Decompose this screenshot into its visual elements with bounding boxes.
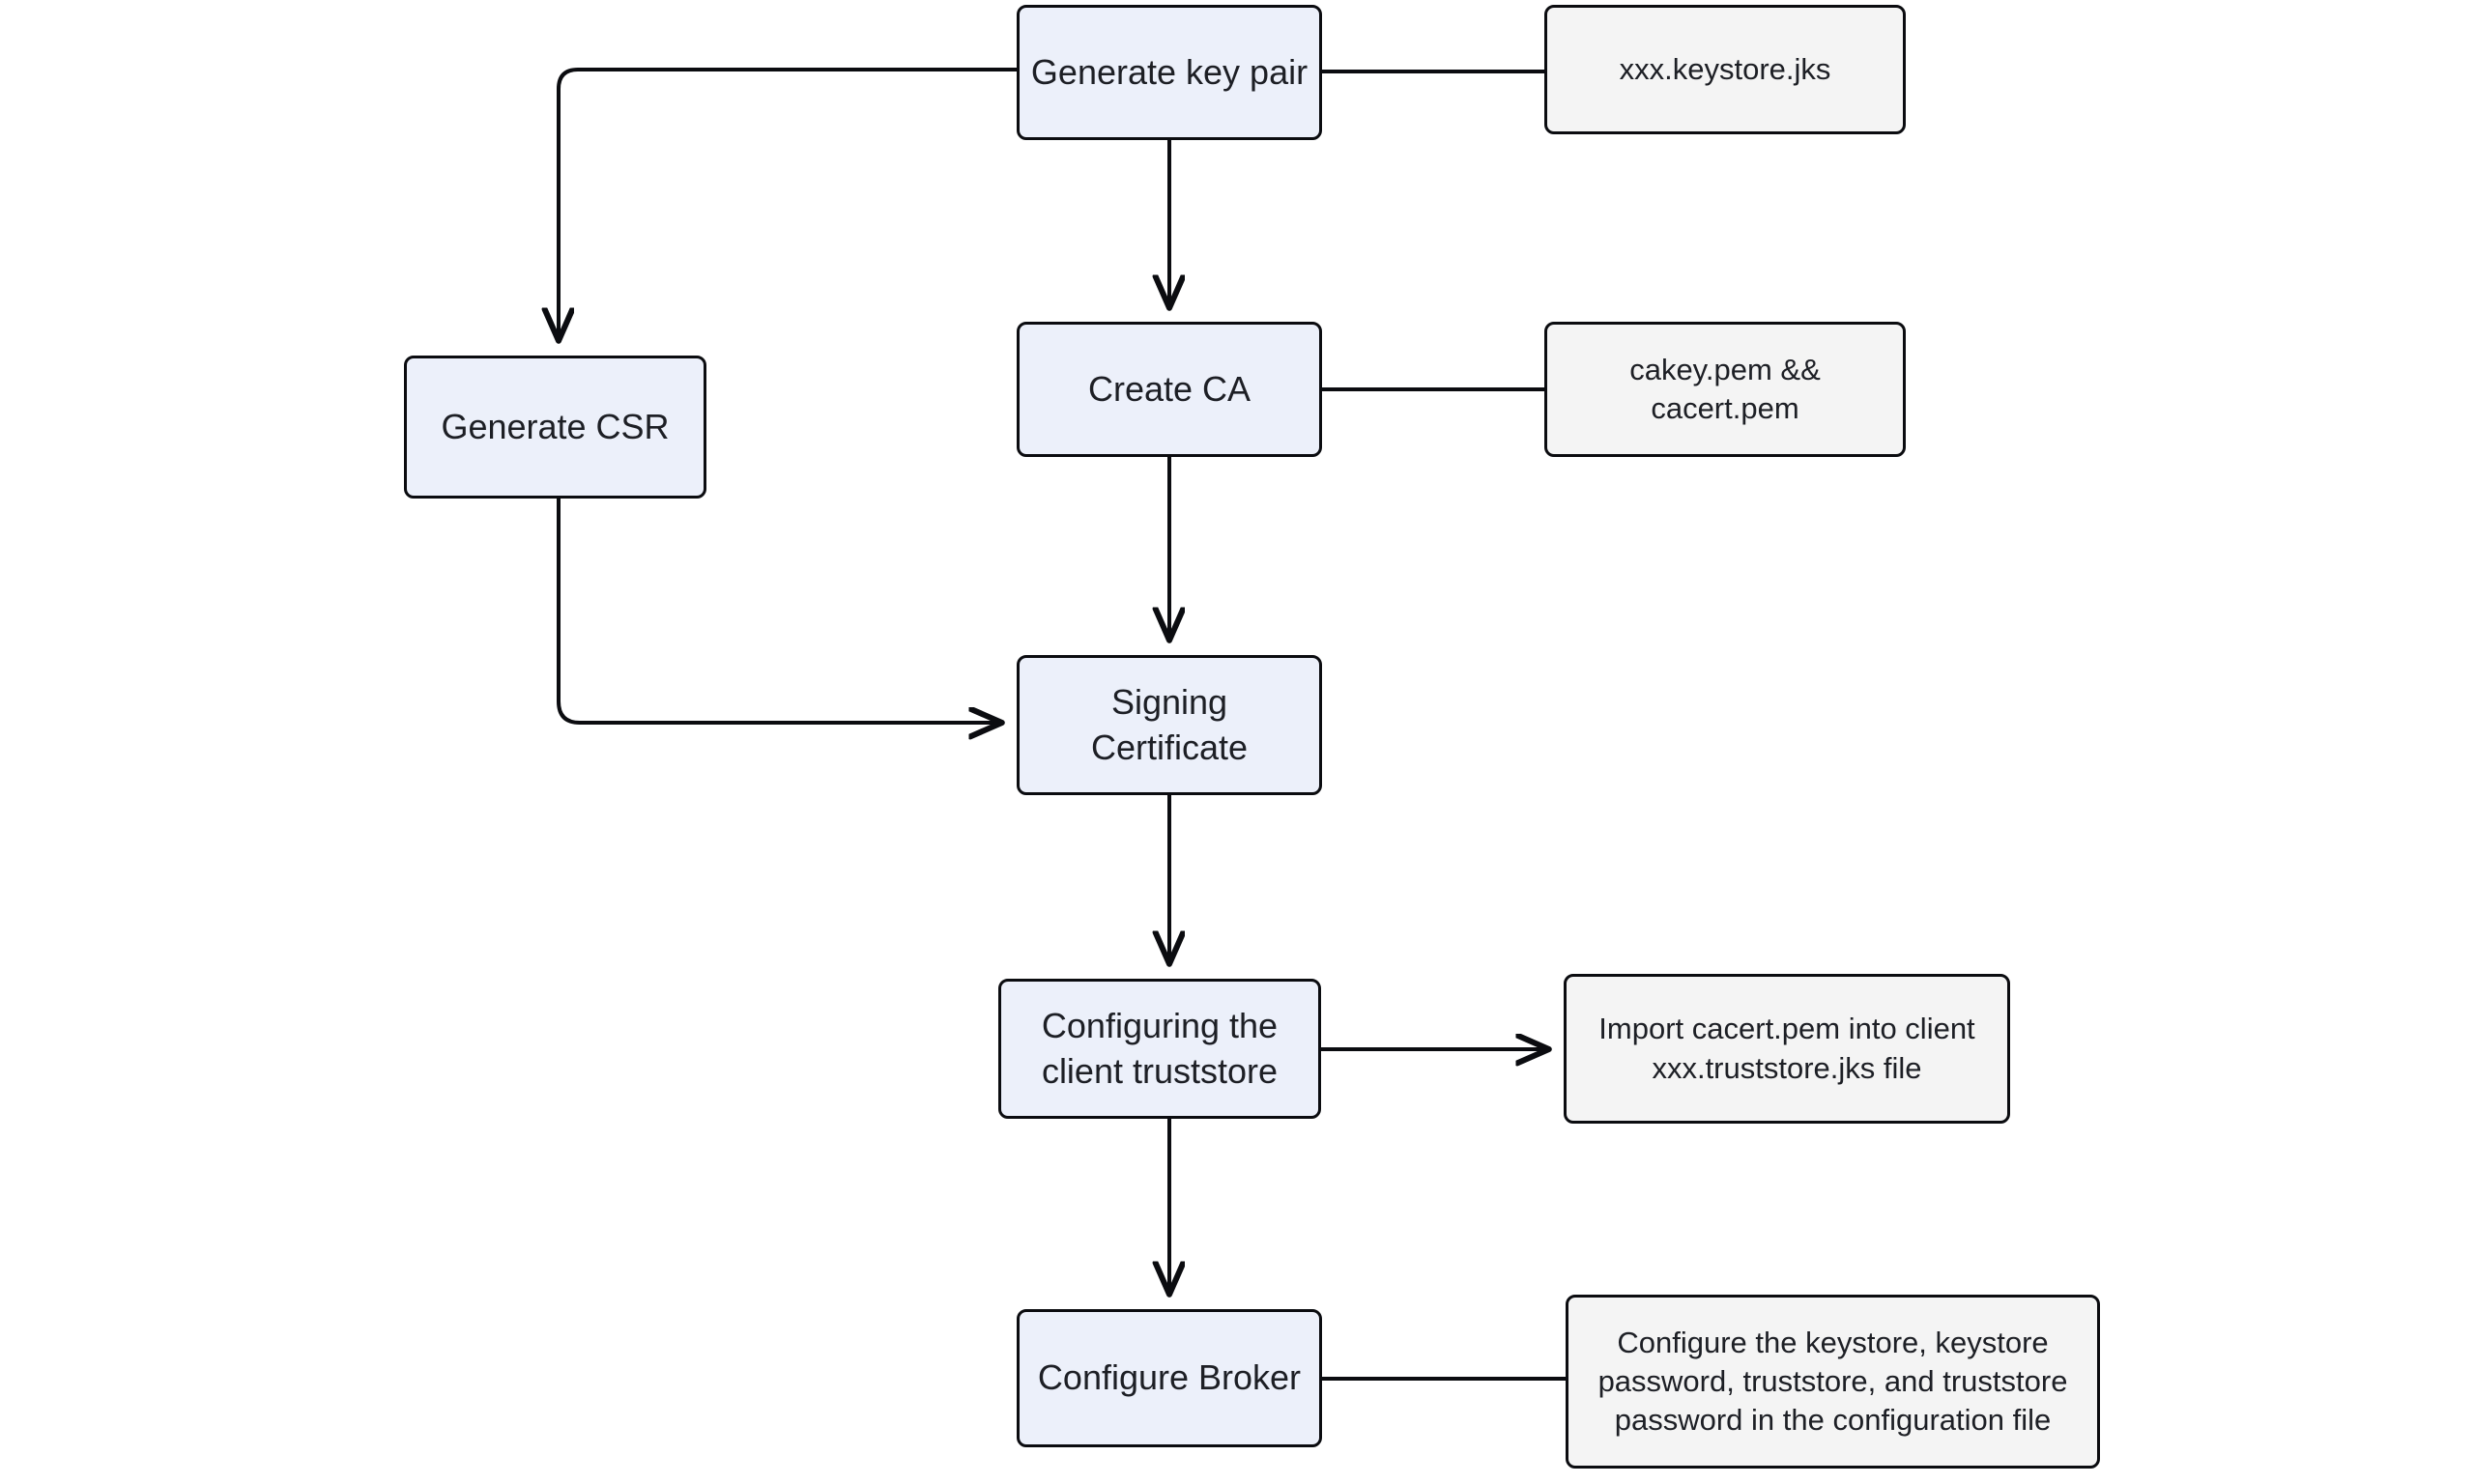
node-broker-config-note[interactable]: Configure the keystore, keystore passwor… [1566,1295,2100,1469]
node-truststore-note[interactable]: Import cacert.pem into client xxx.trusts… [1564,974,2010,1124]
node-configure-broker[interactable]: Configure Broker [1017,1309,1322,1447]
node-ca-files-note[interactable]: cakey.pem && cacert.pem [1544,322,1906,457]
edge-csr-to-signing [557,499,1001,723]
node-generate-csr[interactable]: Generate CSR [404,356,706,499]
node-keystore-note[interactable]: xxx.keystore.jks [1544,5,1906,134]
node-generate-key-pair[interactable]: Generate key pair [1017,5,1322,140]
edge-keypair-to-csr [559,68,1017,340]
node-configure-client-truststore[interactable]: Configuring the client truststore [998,979,1321,1119]
node-signing-certificate[interactable]: Signing Certificate [1017,655,1322,795]
node-create-ca[interactable]: Create CA [1017,322,1322,457]
